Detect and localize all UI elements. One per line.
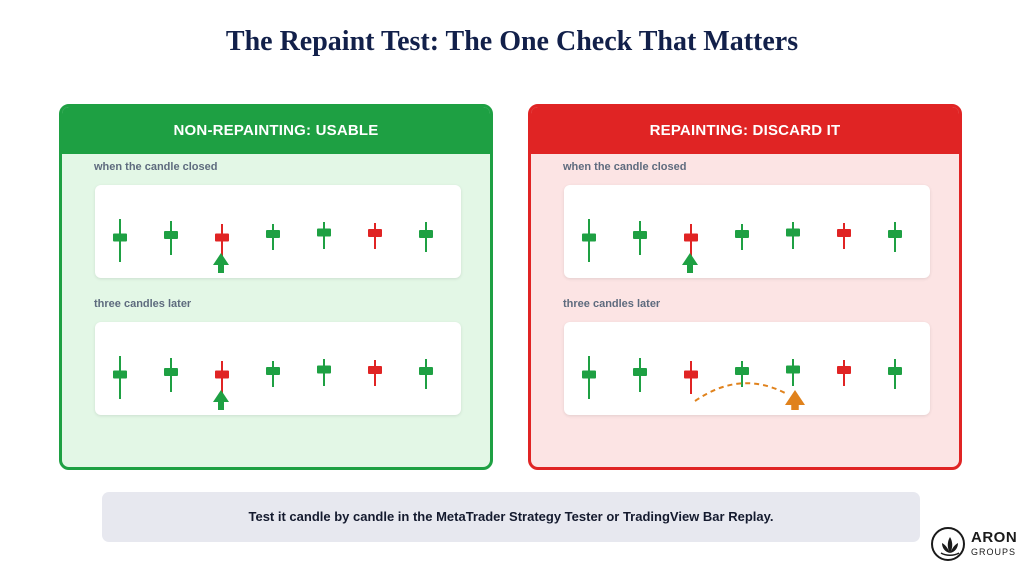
signal-arrow: [213, 390, 229, 410]
candle-body: [837, 366, 851, 374]
candle-body: [735, 230, 749, 238]
candle-body: [633, 368, 647, 376]
lotus-icon: [931, 527, 965, 561]
candle-chart-right-bottom: [582, 356, 902, 410]
candle-body: [113, 370, 127, 379]
page-title: The Repaint Test: The One Check That Mat…: [225, 26, 799, 57]
candle-body: [317, 228, 331, 237]
caption-three-later: three candles later: [94, 298, 192, 310]
caption-three-later: three candles later: [563, 298, 661, 310]
candle-card-three-later: [95, 322, 461, 415]
footer-tip: Test it candle by candle in the MetaTrad…: [102, 492, 920, 542]
caption-when-closed: when the candle closed: [563, 161, 687, 173]
candle-body: [888, 230, 902, 238]
candle-body: [633, 231, 647, 239]
candle-body: [582, 370, 596, 379]
candle-card-three-later: [564, 322, 930, 415]
candle-chart-left-bottom: [113, 356, 433, 410]
candle-body: [419, 230, 433, 238]
candle-body: [266, 230, 280, 238]
candle-body: [786, 228, 800, 237]
candle-body: [684, 233, 698, 242]
candle-body: [419, 367, 433, 375]
candle-body: [837, 229, 851, 237]
candle-body: [582, 233, 596, 242]
candle-body: [215, 233, 229, 242]
caption-when-closed: when the candle closed: [94, 161, 218, 173]
non-repainting-header: NON-REPAINTING: USABLE: [62, 107, 490, 154]
candle-body: [164, 368, 178, 376]
repaint-path: [694, 382, 786, 402]
repainting-header: REPAINTING: DISCARD IT: [531, 107, 959, 154]
signal-arrow: [682, 253, 698, 273]
candle-body: [368, 366, 382, 374]
candle-body: [684, 370, 698, 379]
candle-body: [888, 367, 902, 375]
candle-body: [113, 233, 127, 242]
candle-card-when-closed: [95, 185, 461, 278]
logo-name: ARON: [971, 529, 1018, 546]
logo-subtitle: GROUPS: [971, 547, 1017, 557]
signal-arrow: [213, 253, 229, 273]
candle-chart-right-top: [582, 219, 902, 273]
candle-body: [317, 365, 331, 374]
candle-body: [164, 231, 178, 239]
candle-card-when-closed: [564, 185, 930, 278]
signal-arrow: [785, 390, 805, 410]
non-repainting-panel: NON-REPAINTING: USABLE when the candle c…: [59, 104, 493, 470]
candle-chart-left-top: [113, 219, 433, 273]
repainting-panel: REPAINTING: DISCARD IT when the candle c…: [528, 104, 962, 470]
candle-body: [215, 370, 229, 379]
candle-body: [786, 365, 800, 374]
candle-body: [266, 367, 280, 375]
candle-body: [368, 229, 382, 237]
candle-body: [735, 367, 749, 375]
